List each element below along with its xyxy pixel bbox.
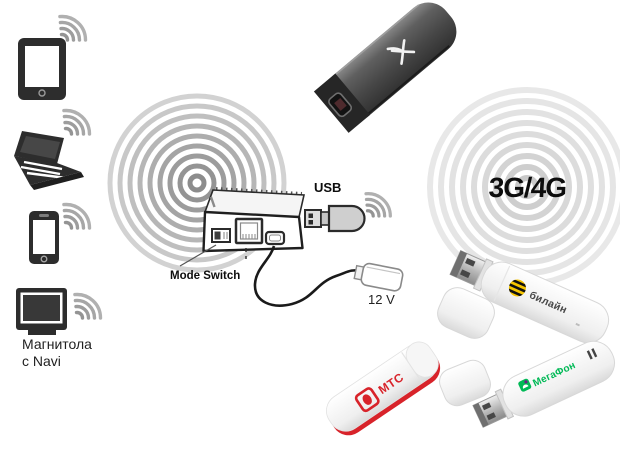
mts-modem: МТС <box>326 341 441 436</box>
beeline-logo-stripes <box>506 277 529 299</box>
megafon-modem: МегаФон <box>472 340 615 428</box>
mode-switch-leader-line <box>179 244 217 267</box>
car-stereo-label-line2: с Navi <box>22 353 61 369</box>
mode-switch-label: Mode Switch <box>170 270 240 282</box>
power-port <box>264 230 286 246</box>
mts-logo-icon <box>354 387 380 413</box>
megafon-cap <box>439 359 491 407</box>
lte-modem-logo-icon <box>386 39 416 65</box>
mode-switch-port <box>211 228 231 243</box>
lte-modem-photo <box>313 2 457 133</box>
mts-cap-end <box>405 341 439 378</box>
megafon-logo-icon <box>518 378 532 392</box>
beeline-modem: билайн <box>449 250 610 344</box>
power-label: 12 V <box>368 292 395 307</box>
smartphone-icon <box>29 211 59 264</box>
12v-car-plug-icon <box>353 262 404 292</box>
megafon-usb-plug <box>472 388 515 428</box>
usb-modem-icon <box>304 204 366 233</box>
router-brand-mark <box>209 196 216 208</box>
laptop-icon <box>14 131 84 190</box>
usb-label: USB <box>314 180 341 195</box>
power-cable <box>253 245 362 307</box>
ethernet-port <box>234 217 264 245</box>
car-stereo-icon <box>16 288 67 335</box>
tablet-icon <box>18 38 66 100</box>
car-stereo-label-line1: Магнитола <box>22 336 92 352</box>
wifi-field-rings <box>107 93 287 273</box>
beeline-cap <box>437 287 495 339</box>
router-device <box>179 187 305 267</box>
network-label: 3G/4G <box>488 172 567 203</box>
